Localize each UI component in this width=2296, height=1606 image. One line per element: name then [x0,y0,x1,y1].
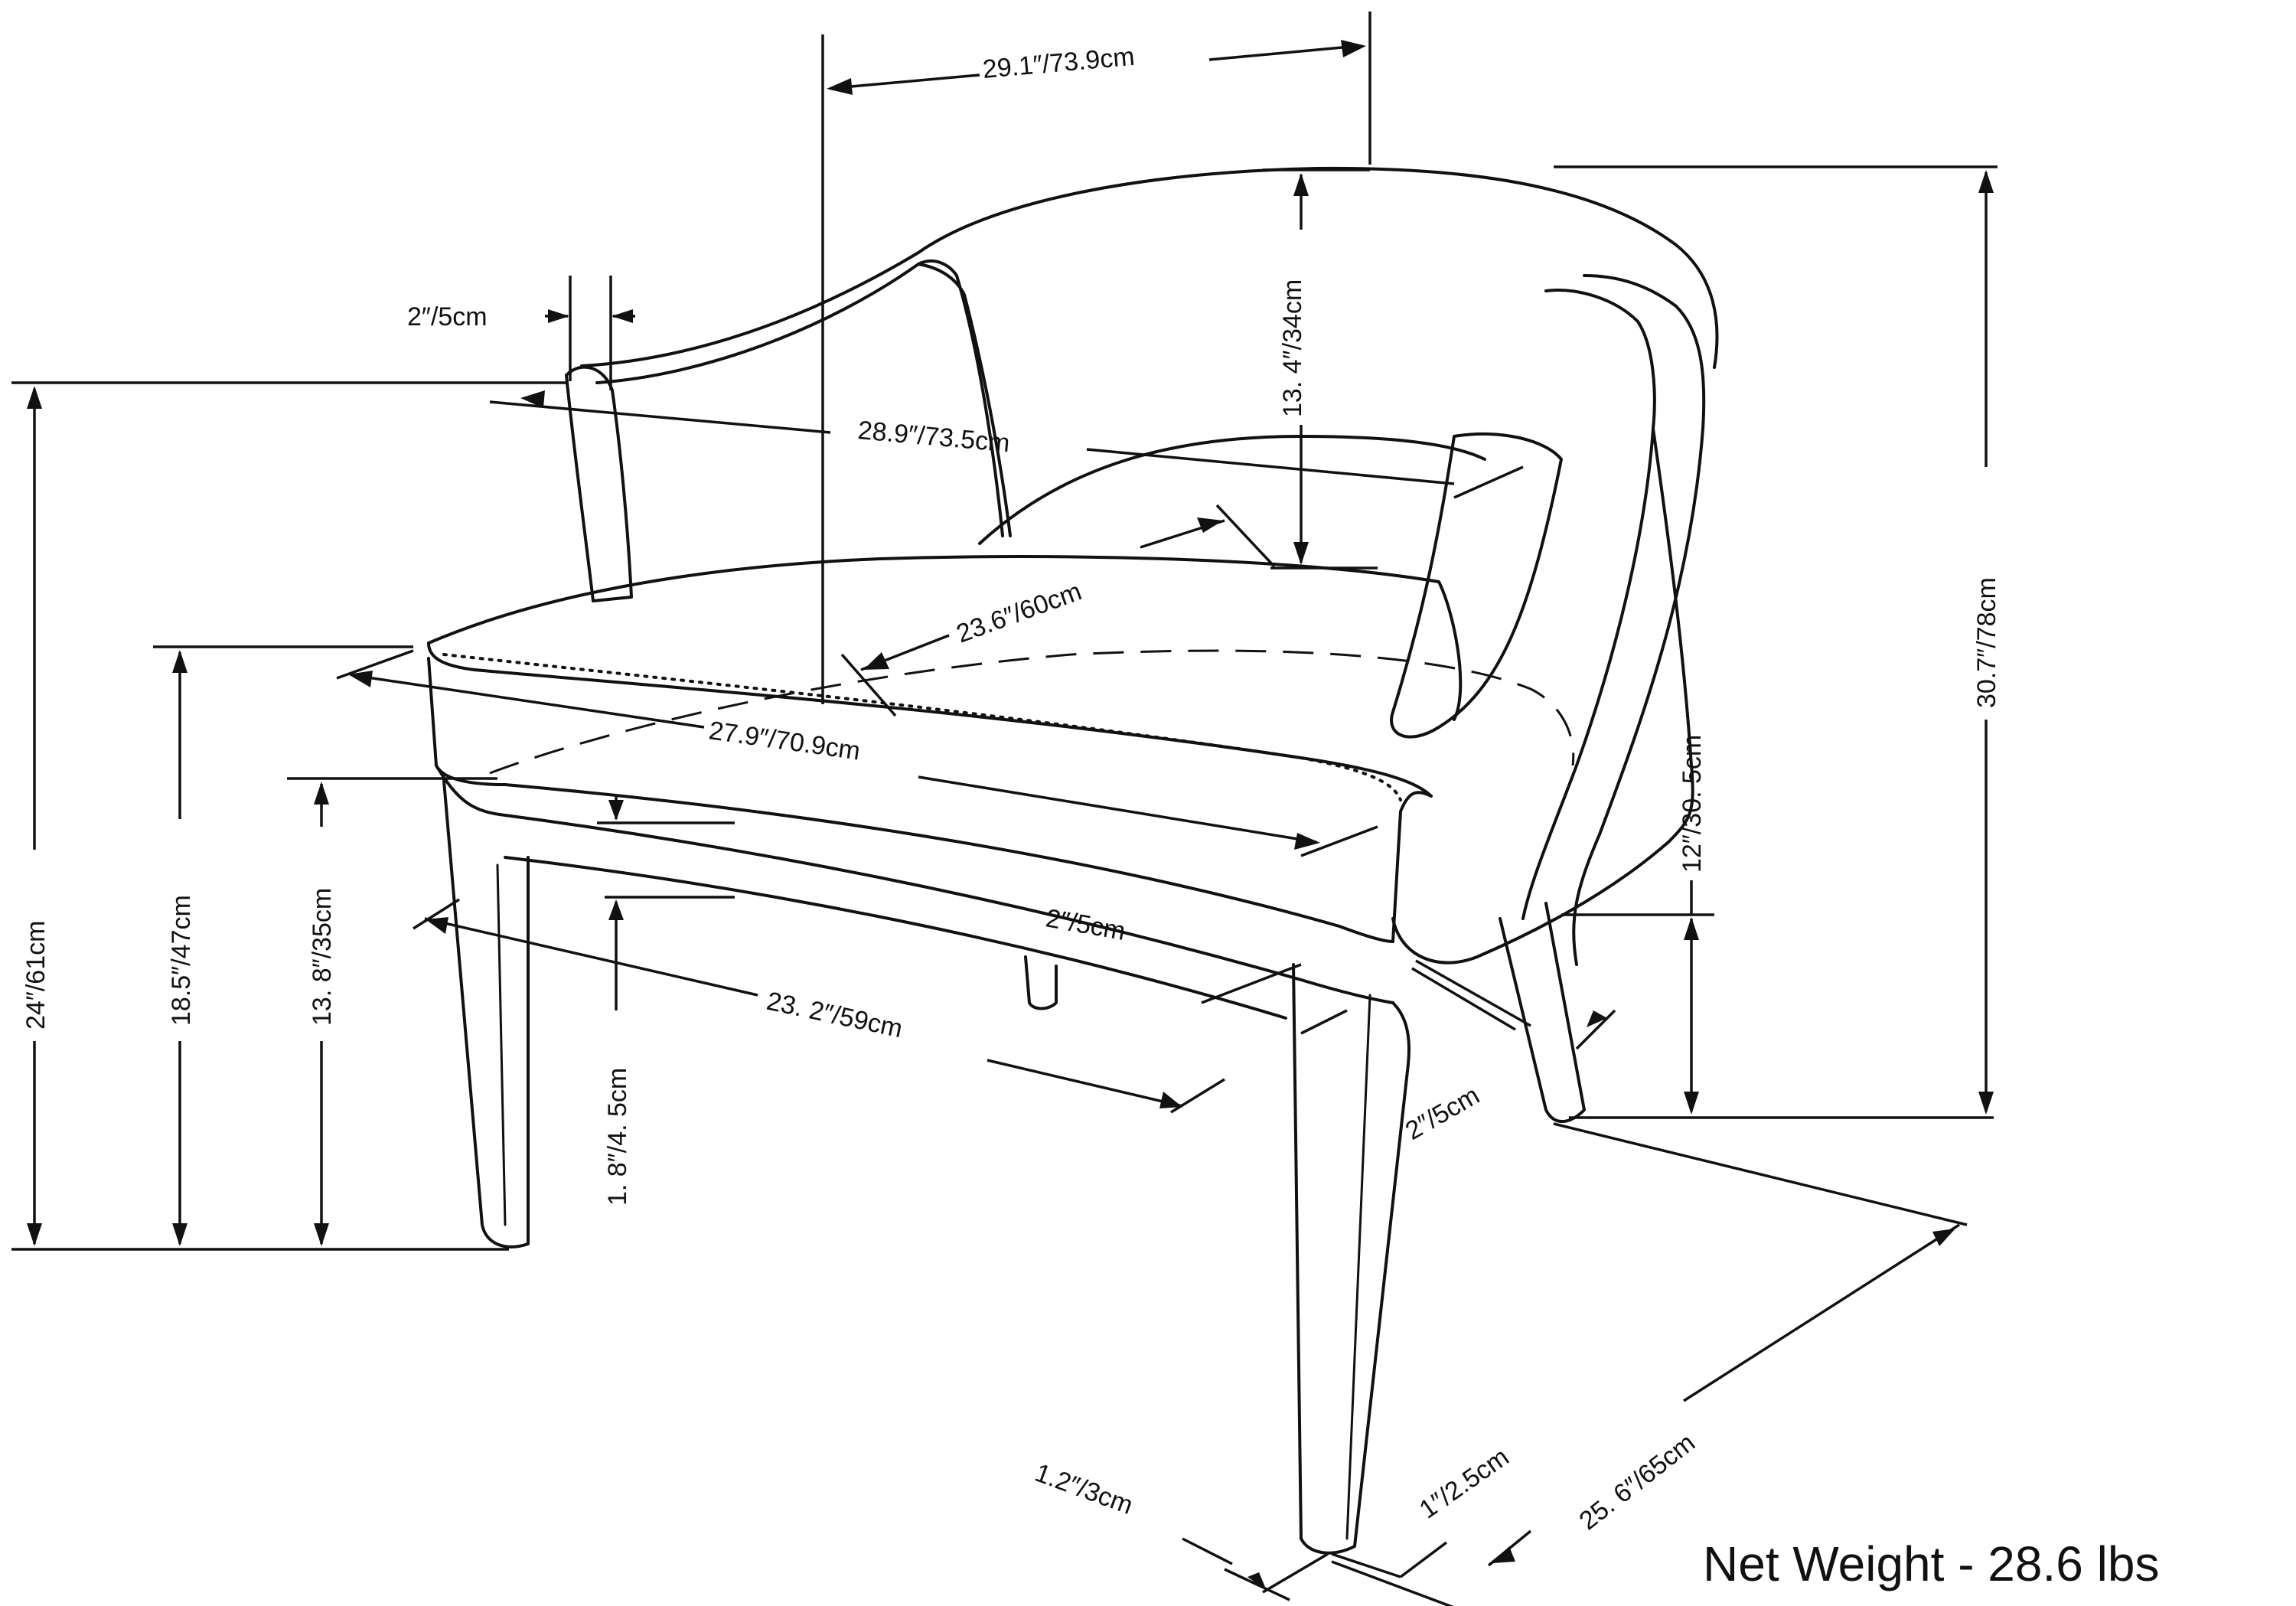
label-leg-width-side: 2″/5cm [1044,903,1128,946]
label-leg-spread: 23. 2″/59cm [764,987,905,1044]
label-overall-width: 29.1″/73.9cm [981,42,1136,84]
right-side-panel [1391,427,1694,965]
label-back-height: 13. 4″/34cm [1278,279,1307,417]
backrest-inner-line [595,260,1004,537]
right-arm-front [1390,432,1563,739]
label-seat-height: 18.5″/47cm [167,895,196,1026]
label-leg-height: 12″/30. 5cm [1678,735,1707,873]
seat-front-top-edge [427,641,1433,798]
seat-front-face [427,657,1433,943]
label-overall-height: 30.7″/78cm [1972,577,2001,708]
seat-top-surface [427,555,1463,721]
label-arm-thickness: 2″/5cm [407,302,488,331]
label-leg-width-back: 2″/5cm [1401,1081,1485,1146]
chair-drawing [427,166,1719,1555]
right-wing-outer [1572,274,1706,966]
label-overall-depth: 25. 6″/65cm [1574,1428,1701,1536]
left-arm [565,365,633,602]
label-seat-width: 27.9″/70.9cm [707,716,863,765]
front-left-leg-edge [496,863,507,1226]
backrest-top-edge [580,166,1719,369]
seat-hidden-curve [489,649,1575,775]
label-seat-depth: 23.6″/60cm [953,576,1085,648]
inner-back-curve [978,435,1486,545]
seat-front-dotted-edge [442,653,1402,801]
back-right-leg [1499,902,1586,1123]
back-left-leg-stub [1024,955,1058,1010]
label-arm-height: 24″/61cm [21,921,51,1030]
front-right-leg-edge [1345,994,1371,1540]
dimension-labels: 29.1″/73.9cm 13. 4″/34cm 30.7″/78cm 12″/… [21,42,2001,1536]
label-foot-width: 1.2″/3cm [1031,1458,1137,1520]
apron-bottom-back [504,856,1287,1020]
label-rail-height: 13. 8″/35cm [308,888,337,1026]
label-foot-depth: 1″/2.5cm [1414,1442,1515,1524]
dimension-lines [11,11,1998,1606]
net-weight: Net Weight - 28.6 lbs [1703,1536,2159,1591]
apron-bottom [435,764,1394,1004]
backrest-center-seam [917,263,1012,537]
label-apron-height: 1. 8″/4. 5cm [603,1068,632,1206]
front-left-leg [442,779,530,1249]
front-right-leg [1292,963,1411,1555]
right-wing-inner [1521,289,1656,920]
